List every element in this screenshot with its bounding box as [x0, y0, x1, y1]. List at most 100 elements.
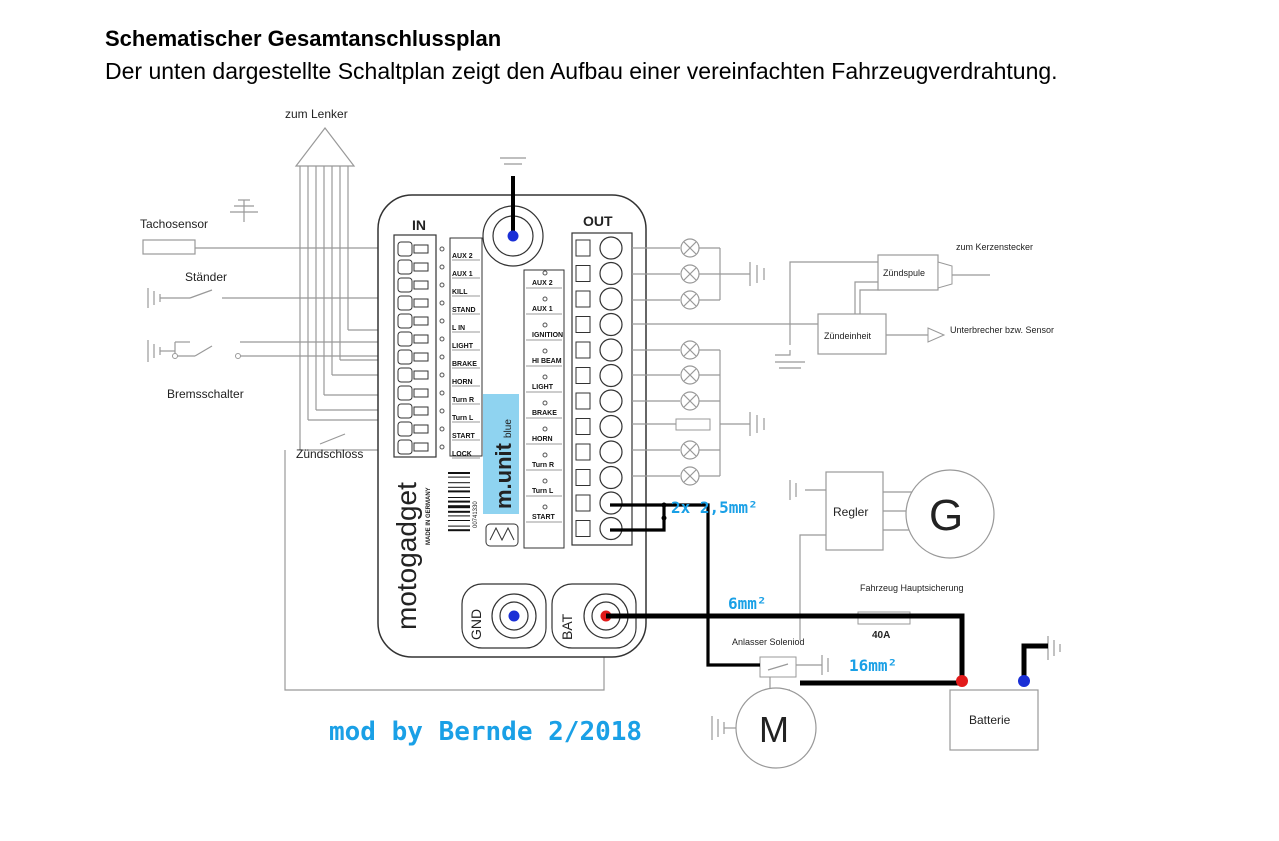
- in-pin-label: LOCK: [452, 451, 472, 458]
- m-unit-logo-suffix: blue: [503, 419, 514, 438]
- in-pin-slot: [413, 442, 429, 452]
- out-pin-slot: [575, 290, 591, 308]
- handlebar-arrow: [294, 127, 356, 450]
- battery: [949, 689, 1039, 751]
- battery-positive-terminal: [956, 675, 968, 687]
- out-pin-label: HI BEAM: [532, 358, 562, 365]
- out-pin-slot: [575, 469, 591, 486]
- in-pin-led: [439, 336, 445, 342]
- out-pin-led: [542, 452, 548, 458]
- barcode-bar: [448, 497, 470, 498]
- annotation-start-wire: 2x 2,5mm²: [671, 498, 758, 517]
- out-pin-slot: [575, 418, 591, 435]
- out-pin-slot: [575, 265, 591, 282]
- out-screw: [599, 287, 623, 311]
- in-pin-led: [439, 372, 445, 378]
- in-screw: [397, 385, 413, 401]
- in-pin-led: [439, 318, 445, 324]
- gnd-label: GND: [468, 609, 484, 640]
- speedo-label: Tachosensor: [140, 217, 208, 231]
- lamp-cross: [683, 241, 697, 255]
- out-pin-label: HORN: [532, 436, 553, 443]
- in-pin-slot: [413, 298, 429, 308]
- in-pin-label: KILL: [452, 289, 468, 296]
- out-screw: [599, 338, 623, 362]
- battery-ground: [1047, 636, 1061, 660]
- out-pin-led: [542, 270, 548, 276]
- barcode: [448, 472, 470, 532]
- in-pin-led: [439, 444, 445, 450]
- barcode-bar: [448, 490, 470, 493]
- in-pin-label: LIGHT: [452, 343, 474, 350]
- in-screw: [397, 241, 413, 257]
- out-pin-led: [542, 322, 548, 328]
- spark-plug-label: zum Kerzenstecker: [956, 242, 1033, 252]
- in-pin-slot: [413, 406, 429, 416]
- out-pin-led: [542, 374, 548, 380]
- out-screw: [599, 389, 623, 413]
- top-ground-terminal: [507, 230, 519, 242]
- top-ground-screw: [482, 157, 544, 267]
- in-pin-label: AUX 1: [452, 271, 473, 278]
- lamp-cross: [683, 368, 697, 382]
- in-pin-label: HORN: [452, 379, 473, 386]
- in-screw: [397, 259, 413, 275]
- in-pin-led: [439, 408, 445, 414]
- starter-motor-label: M: [759, 709, 789, 750]
- in-pin-slot: [413, 334, 429, 344]
- solenoid-label: Anlasser Soleniod: [732, 637, 805, 647]
- in-pin-slot: [413, 352, 429, 362]
- in-pin-slot: [413, 262, 429, 272]
- barcode-bar: [448, 482, 470, 484]
- in-header: IN: [412, 217, 426, 233]
- out-screw: [599, 465, 623, 490]
- out-pin-label: AUX 1: [532, 306, 553, 313]
- lamp-cross: [683, 394, 697, 408]
- barcode-bar: [448, 510, 470, 513]
- in-pin-label: START: [452, 433, 476, 440]
- in-screw: [397, 295, 413, 311]
- in-pin-label: Turn R: [452, 397, 474, 404]
- in-pin-led: [439, 390, 445, 396]
- barcode-bar: [448, 520, 470, 521]
- out-screw: [599, 261, 623, 286]
- out-pin-led: [542, 426, 548, 432]
- out-screw: [599, 414, 623, 439]
- ground-symbol: [230, 199, 258, 222]
- barcode-bar: [448, 500, 470, 503]
- out-pin-slot: [575, 341, 591, 359]
- ignition-lock: [299, 433, 346, 450]
- out-screw: [599, 440, 623, 464]
- barcode-bar: [448, 472, 470, 474]
- breaker-arrow: [927, 327, 946, 343]
- out-pin-slot: [575, 239, 591, 257]
- in-pin-slot: [413, 280, 429, 290]
- out-pin-label: AUX 2: [532, 280, 553, 287]
- barcode-bar: [448, 486, 470, 488]
- out-pin-label: LIGHT: [532, 384, 554, 391]
- in-pin-slot: [413, 388, 429, 398]
- barcode-bar: [448, 529, 470, 532]
- in-pin-led: [439, 426, 445, 432]
- in-screw: [397, 277, 413, 293]
- out-pin-led: [542, 348, 548, 354]
- breaker-label: Unterbrecher bzw. Sensor: [950, 325, 1054, 335]
- motor-ground: [711, 716, 736, 740]
- ignition-wiring: [632, 261, 928, 369]
- in-pin-label: STAND: [452, 307, 476, 314]
- page-subtitle: Der unten dargestellte Schaltplan zeigt …: [105, 58, 1058, 84]
- ignition-lock-label: Zündschloss: [296, 447, 363, 461]
- out-pin-label: BRAKE: [532, 410, 557, 417]
- barcode-bar: [448, 525, 470, 527]
- out-pin-slot: [575, 316, 591, 333]
- gnd-return-wire: [284, 450, 605, 691]
- in-pin-label: AUX 2: [452, 253, 473, 260]
- in-pin-led: [439, 282, 445, 288]
- out-screw: [599, 312, 623, 337]
- brand-name: motogadget: [391, 482, 422, 630]
- fuse-title: Fahrzeug Hauptsicherung: [860, 583, 964, 593]
- out-pin-label: IGNITION: [532, 332, 563, 339]
- stand-label: Ständer: [185, 270, 227, 284]
- serial-number: 00741330: [473, 501, 479, 528]
- page-title: Schematischer Gesamtanschlussplan: [105, 26, 502, 51]
